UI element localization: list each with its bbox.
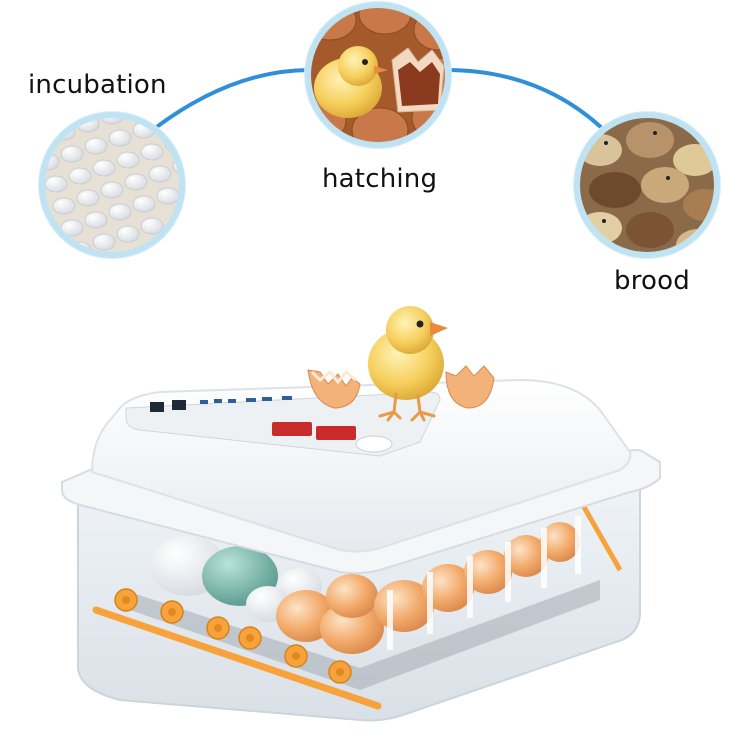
connector-line: [148, 68, 311, 134]
control-panel-icon: [125, 391, 441, 457]
egg-tray: [150, 516, 581, 654]
stage-label-incubation: incubation: [28, 70, 167, 100]
egg-turner: [92, 498, 623, 710]
incubator-body: [61, 306, 661, 722]
egg-shell-icon: [307, 365, 495, 409]
stage-label-brood: brood: [614, 266, 690, 296]
brood-circle: [573, 111, 721, 259]
incubation-circle: [38, 111, 186, 259]
connector-line: [445, 68, 606, 132]
hatching-circle: [304, 1, 452, 149]
chick-icon: [368, 306, 448, 422]
stage-label-hatching: hatching: [322, 164, 438, 194]
